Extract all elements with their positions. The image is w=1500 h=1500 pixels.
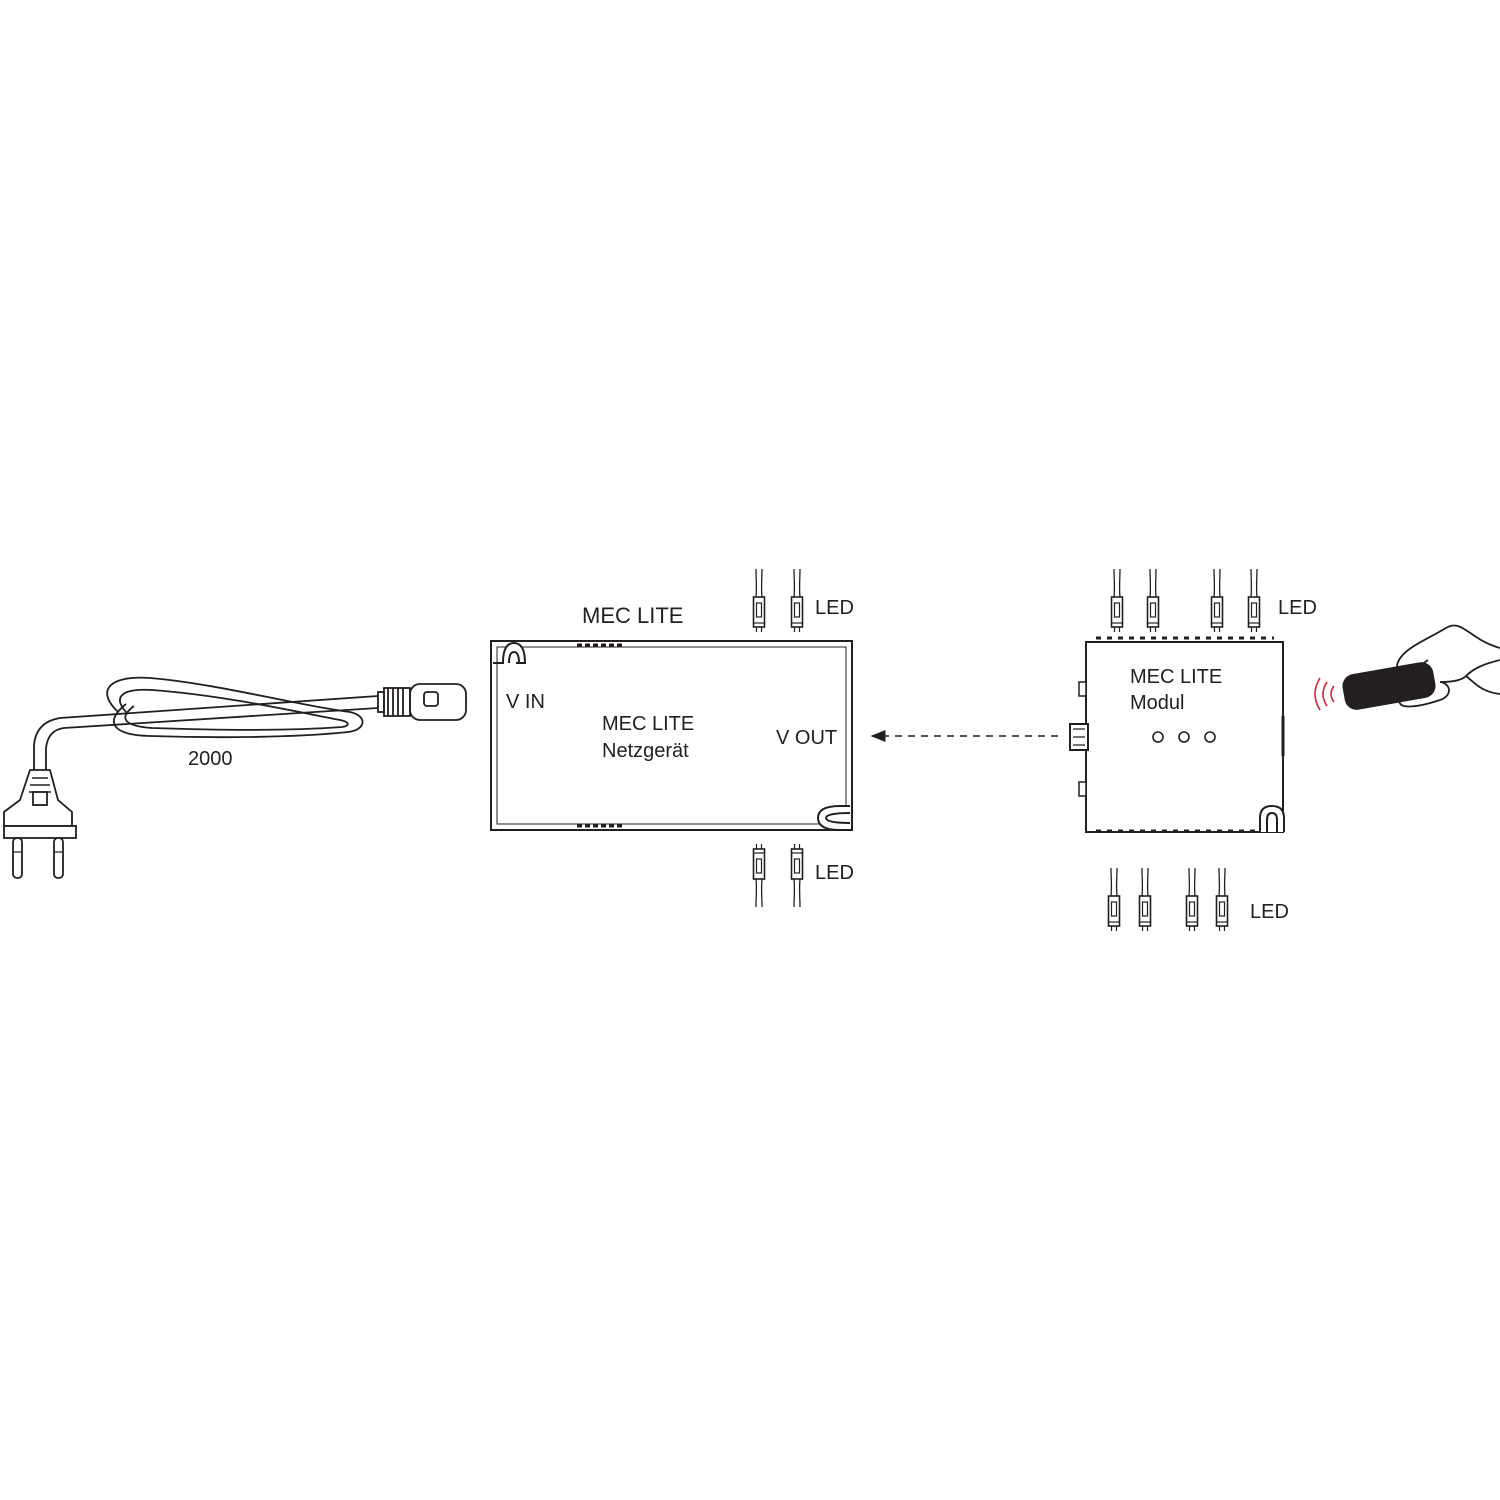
psu-top-led-label: LED bbox=[815, 597, 854, 619]
indicator-light-3 bbox=[1204, 731, 1216, 743]
led-connector-icon bbox=[1107, 867, 1121, 932]
psu-name-line2: Netzgerät bbox=[602, 740, 689, 762]
signal-waves-icon bbox=[1314, 677, 1335, 711]
c7-connector-icon bbox=[377, 683, 467, 721]
module-name-line2: Modul bbox=[1130, 692, 1185, 714]
led-connector-icon bbox=[1146, 568, 1160, 633]
led-connector-icon bbox=[1247, 568, 1261, 633]
psu-top-led-connectors bbox=[752, 568, 804, 633]
psu-output-label: V OUT bbox=[776, 727, 838, 749]
led-connector-icon bbox=[1210, 568, 1224, 633]
power-cable bbox=[33, 676, 467, 770]
module-top-led-label: LED bbox=[1278, 597, 1317, 619]
psu-bottom-led-connectors bbox=[752, 843, 804, 908]
eu-plug-icon bbox=[3, 769, 77, 879]
module-bottom-led-connectors bbox=[1107, 867, 1229, 932]
led-connector-icon bbox=[790, 843, 804, 908]
psu-name-line1: MEC LITE bbox=[602, 713, 695, 735]
led-connector-icon bbox=[752, 568, 766, 633]
indicator-light-1 bbox=[1152, 731, 1164, 743]
led-connector-icon bbox=[1215, 867, 1229, 932]
module-name-line1: MEC LITE bbox=[1130, 666, 1223, 688]
led-connector-icon bbox=[752, 843, 766, 908]
cable-loop-icon bbox=[106, 676, 364, 739]
led-connector-icon bbox=[1138, 867, 1152, 932]
module-unit bbox=[1069, 636, 1285, 833]
indicator-light-2 bbox=[1178, 731, 1190, 743]
module-bottom-led-label: LED bbox=[1250, 901, 1289, 923]
cable-length-label: 2000 bbox=[188, 748, 233, 770]
psu-bottom-led-label: LED bbox=[815, 862, 854, 884]
led-connector-icon bbox=[1185, 867, 1199, 932]
led-connector-icon bbox=[790, 568, 804, 633]
power-supply-unit bbox=[490, 640, 853, 831]
psu-input-label: V IN bbox=[506, 691, 545, 713]
module-top-led-connectors bbox=[1110, 568, 1261, 633]
hand-remote-icon bbox=[1342, 624, 1500, 710]
led-connector-icon bbox=[1110, 568, 1124, 633]
psu-heading: MEC LITE bbox=[582, 603, 684, 628]
